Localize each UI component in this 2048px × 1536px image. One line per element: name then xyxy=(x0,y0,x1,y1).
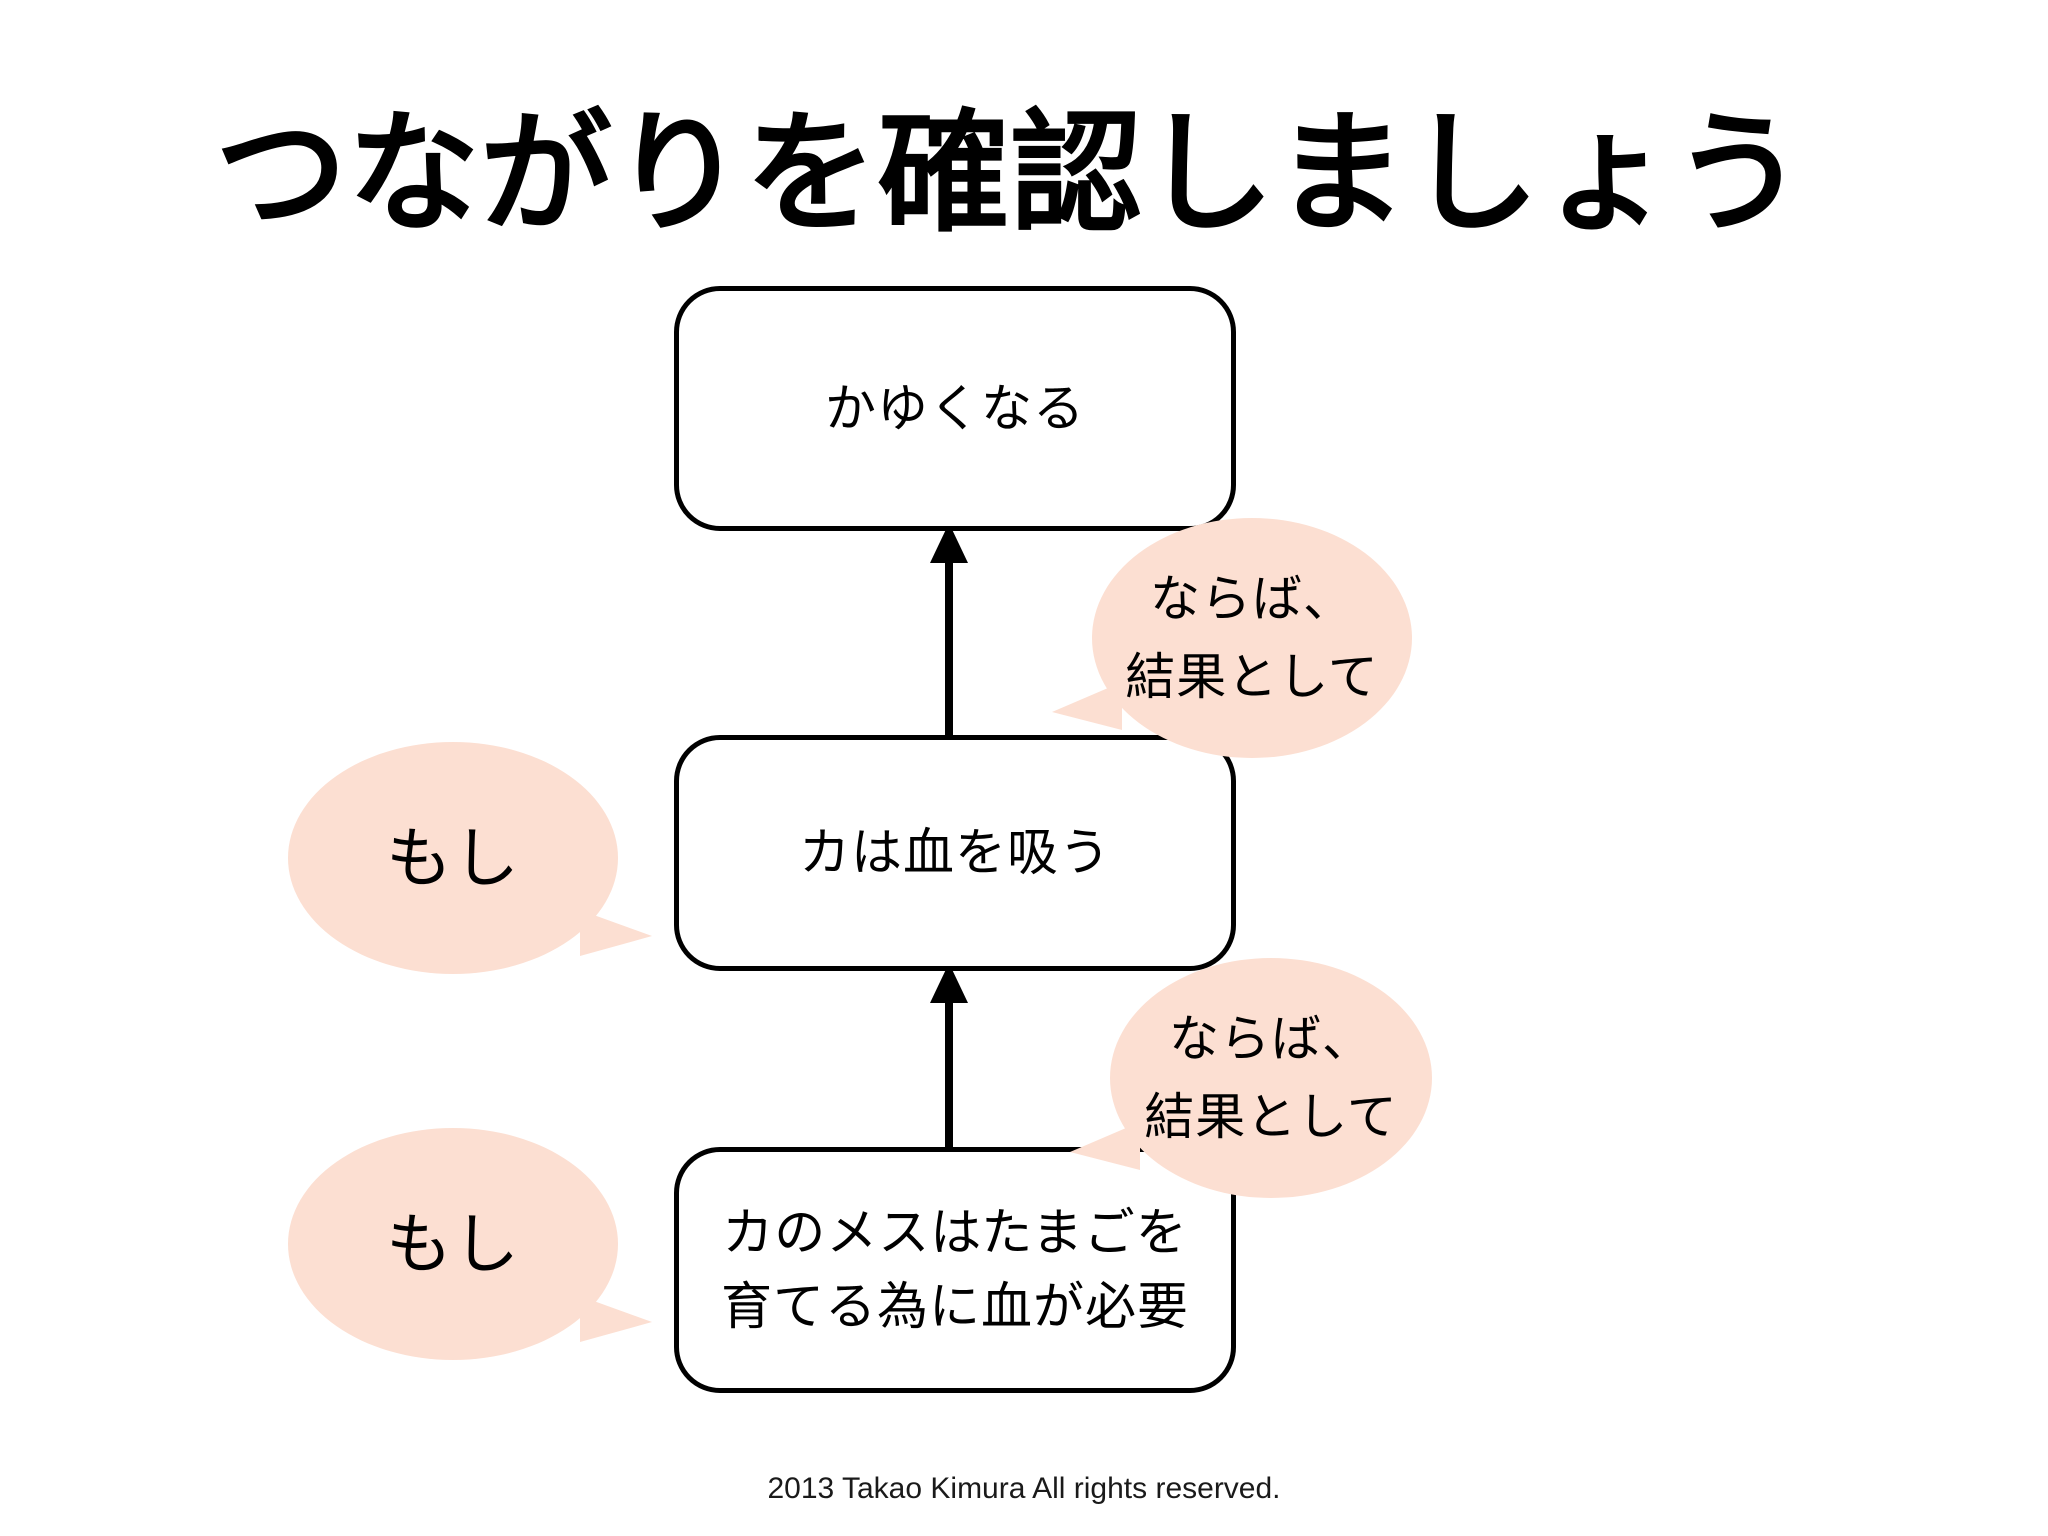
page-title: つながりを確認しましょう xyxy=(215,100,1805,248)
speech-bubble-tail-icon xyxy=(580,910,652,956)
flow-box-top[interactable]: かゆくなる xyxy=(674,286,1236,531)
speech-bubble-then-bottom-label: ならば、 結果として xyxy=(1144,1011,1398,1145)
arrow-bottom-to-middle xyxy=(930,963,968,1153)
arrow-shaft xyxy=(945,549,953,739)
speech-bubble-tail-icon xyxy=(1070,1122,1140,1170)
flow-box-top-label: かゆくなる xyxy=(824,379,1085,437)
speech-bubble-then-top[interactable]: ならば、 結果として xyxy=(1052,518,1412,758)
speech-bubble-if-top-label: もし xyxy=(386,821,520,895)
speech-bubble-then-bottom[interactable]: ならば、 結果として xyxy=(1070,958,1432,1198)
speech-bubble-if-bottom-label: もし xyxy=(386,1207,520,1281)
speech-bubble-then-top-label: ならば、 結果として xyxy=(1125,571,1379,705)
flow-box-middle-label: カは血を吸う xyxy=(798,824,1111,881)
copyright-footer: 2013 Takao Kimura All rights reserved. xyxy=(767,1472,1281,1505)
speech-bubble-if-top[interactable]: もし xyxy=(288,742,652,974)
flow-box-bottom-label: カのメスはたまごを 育てる為に血が必要 xyxy=(720,1204,1189,1335)
flow-box-bottom[interactable]: カのメスはたまごを 育てる為に血が必要 xyxy=(674,1147,1236,1393)
speech-bubble-tail-icon xyxy=(1052,682,1122,730)
arrow-middle-to-top xyxy=(930,523,968,739)
speech-bubble-tail-icon xyxy=(580,1296,652,1342)
flow-box-middle[interactable]: カは血を吸う xyxy=(674,735,1236,971)
speech-bubble-if-bottom[interactable]: もし xyxy=(288,1128,652,1360)
arrow-shaft xyxy=(945,989,953,1153)
